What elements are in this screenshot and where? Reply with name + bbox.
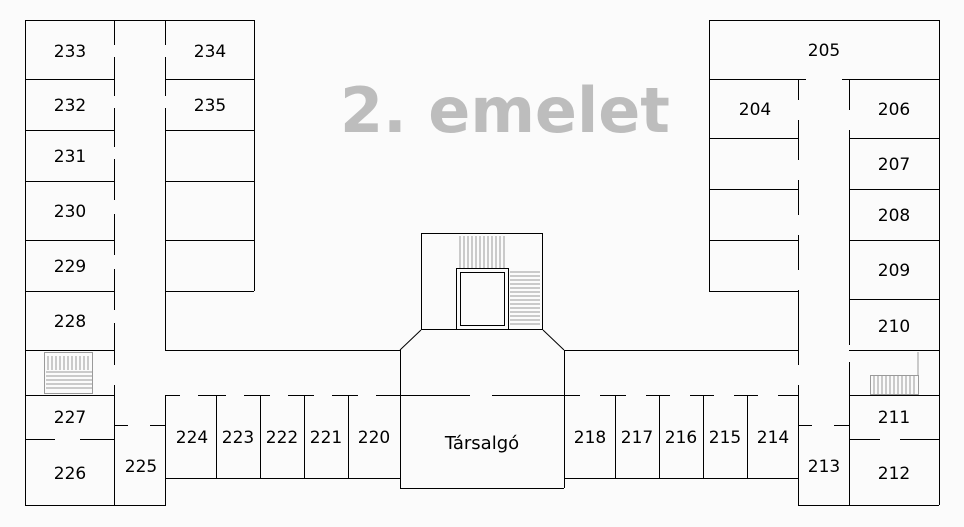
room-234: 234 [194, 42, 226, 62]
room-225: 225 [125, 457, 157, 477]
room-233: 233 [54, 42, 86, 62]
room-204: 204 [739, 100, 771, 120]
room-231: 231 [54, 147, 86, 167]
room-215: 215 [709, 428, 741, 448]
room-206: 206 [878, 100, 910, 120]
room-216: 216 [665, 428, 697, 448]
room-230: 230 [54, 202, 86, 222]
room-212: 212 [878, 464, 910, 484]
room-213: 213 [808, 457, 840, 477]
room-210: 210 [878, 317, 910, 337]
room-217: 217 [621, 428, 653, 448]
room-209: 209 [878, 261, 910, 281]
room-205: 205 [808, 41, 840, 61]
stair-right [870, 352, 919, 395]
lounge-label: Társalgó [444, 433, 519, 454]
room-228: 228 [54, 312, 86, 332]
room-labels: 233 234 232 235 231 230 229 228 227 226 … [54, 41, 910, 484]
room-208: 208 [878, 206, 910, 226]
room-222: 222 [266, 428, 298, 448]
room-226: 226 [54, 464, 86, 484]
room-227: 227 [54, 408, 86, 428]
room-214: 214 [757, 428, 789, 448]
room-229: 229 [54, 257, 86, 277]
room-232: 232 [54, 96, 86, 116]
room-211: 211 [878, 408, 910, 428]
stairs [44, 236, 919, 395]
stair-left [44, 352, 93, 394]
room-218: 218 [574, 428, 606, 448]
stair-central [459, 236, 540, 325]
walls [25, 20, 940, 506]
room-207: 207 [878, 155, 910, 175]
room-221: 221 [310, 428, 342, 448]
room-235: 235 [194, 96, 226, 116]
room-220: 220 [358, 428, 390, 448]
room-224: 224 [176, 428, 208, 448]
floor-title: 2. emelet [340, 74, 670, 147]
room-223: 223 [222, 428, 254, 448]
